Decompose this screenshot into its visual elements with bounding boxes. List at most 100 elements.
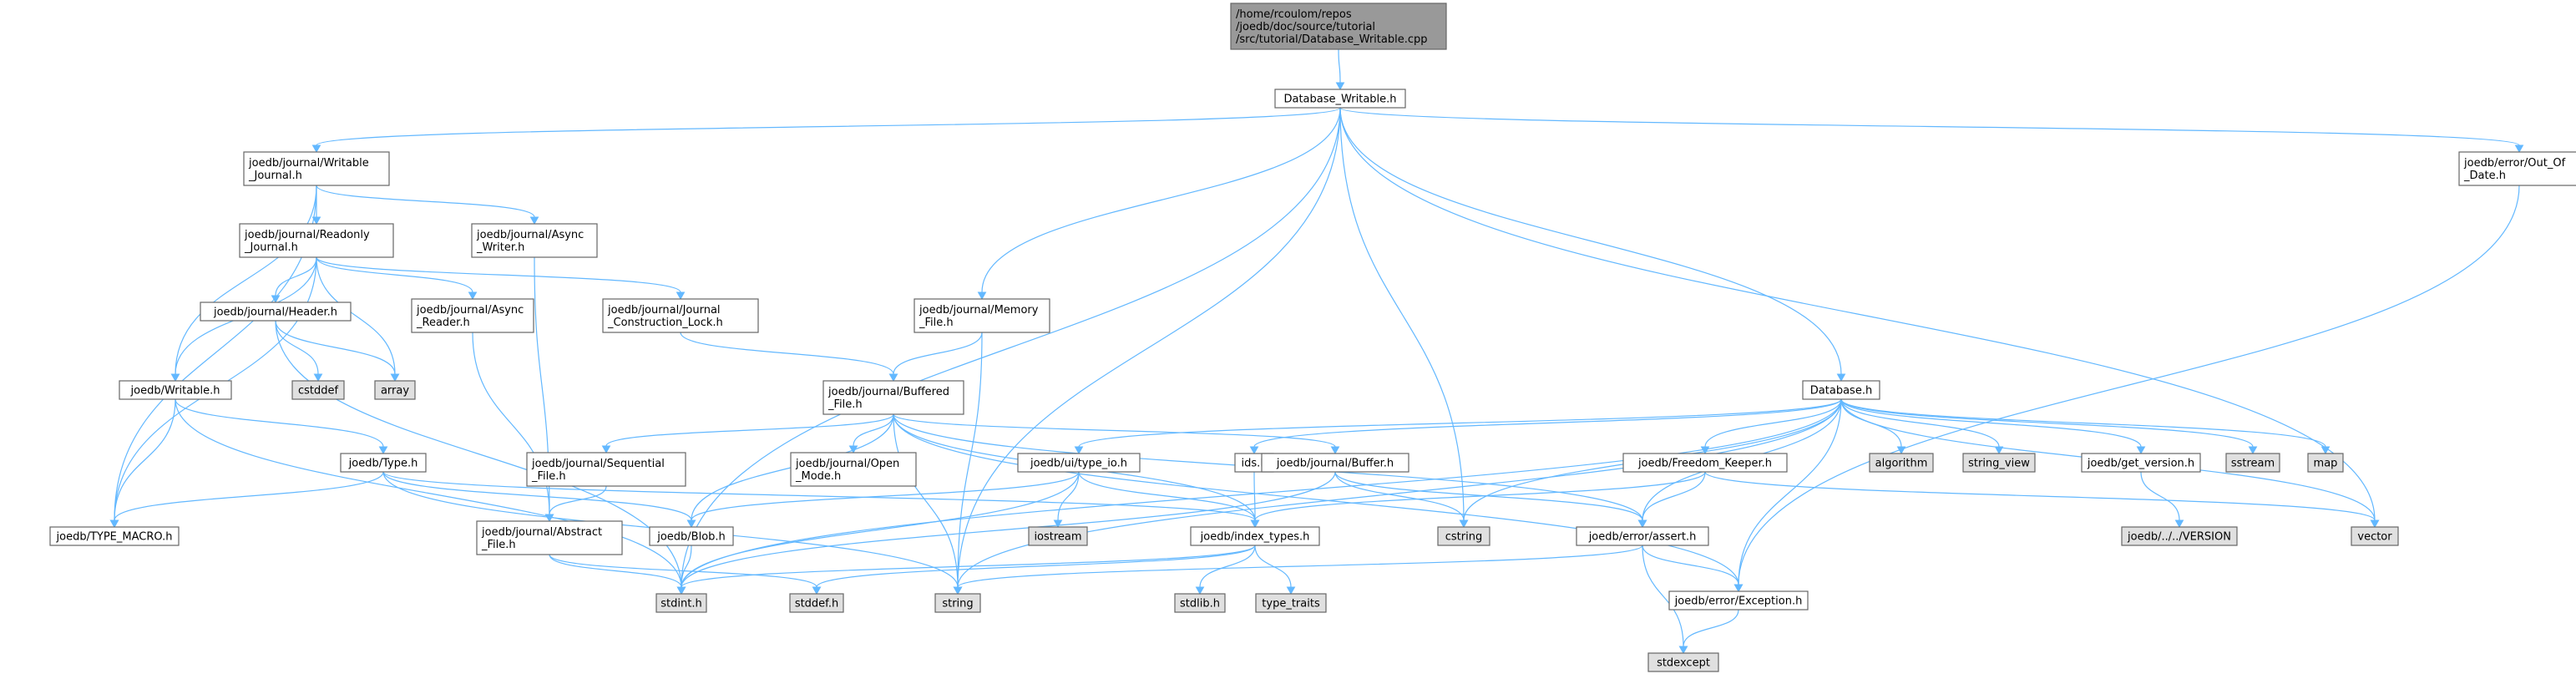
node-box xyxy=(789,593,844,613)
edge-line xyxy=(316,185,535,218)
edge-line xyxy=(1738,185,2520,585)
edge-arrowhead xyxy=(1836,373,1846,383)
edge-line xyxy=(680,332,894,375)
edge-line xyxy=(1078,398,1842,448)
edge-writable-to-stdint xyxy=(175,398,686,595)
node-asyncw[interactable]: joedb/journal/Async_Writer.h xyxy=(471,223,598,258)
edge-typeio-to-iostream xyxy=(1053,471,1080,529)
edge-line xyxy=(1338,48,1341,84)
edge-line xyxy=(1253,471,1256,521)
edge-dbw-to-outofdate xyxy=(1339,107,2524,154)
node-box xyxy=(200,301,352,322)
node-box xyxy=(1647,652,1719,672)
node-assert[interactable]: joedb/error/assert.h xyxy=(1576,526,1709,546)
edge-arrowhead xyxy=(2320,446,2331,455)
node-blob[interactable]: joedb/Blob.h xyxy=(649,526,734,546)
edge-line xyxy=(316,256,473,293)
edge-line xyxy=(175,398,682,588)
node-array: array xyxy=(374,380,416,400)
node-string: string xyxy=(934,593,981,613)
edge-arrowhead xyxy=(676,586,686,595)
edge-line xyxy=(1738,398,1842,585)
edge-line xyxy=(549,485,607,515)
edge-arrowhead xyxy=(676,291,686,301)
edge-line xyxy=(893,413,959,588)
node-absfile[interactable]: joedb/journal/Abstract_File.h xyxy=(476,520,623,555)
node-box xyxy=(1437,526,1490,546)
edge-dbw-to-database xyxy=(1339,107,1846,383)
edge-line xyxy=(681,471,1336,588)
node-type[interactable]: joedb/Type.h xyxy=(340,453,427,473)
node-bufferh[interactable]: joedb/journal/Buffer.h xyxy=(1261,453,1409,473)
node-seqfile[interactable]: joedb/journal/Sequential_File.h xyxy=(526,452,686,487)
edge-arrowhead xyxy=(1700,446,1710,455)
node-label-line: joedb/journal/Abstract xyxy=(481,526,602,539)
node-label-line: joedb/journal/Async xyxy=(476,229,584,241)
node-openmode[interactable]: joedb/journal/Open_Mode.h xyxy=(790,452,917,487)
edge-arrowhead xyxy=(311,144,321,154)
node-box xyxy=(291,380,345,400)
node-label-line: joedb/journal/Async xyxy=(416,304,524,317)
edge-arrowhead xyxy=(2248,446,2258,455)
node-box xyxy=(1190,526,1320,546)
edge-arrowhead xyxy=(2174,519,2184,529)
node-typeio[interactable]: joedb/ui/type_io.h xyxy=(1017,453,1141,473)
node-box xyxy=(374,380,416,400)
node-label-line: sstream xyxy=(2231,458,2275,470)
edge-line xyxy=(1199,545,1256,588)
edge-arrowhead xyxy=(311,216,321,225)
edge-assert-to-exception xyxy=(1642,545,1743,593)
node-typemacro[interactable]: joedb/TYPE_MACRO.h xyxy=(49,526,180,546)
edge-line xyxy=(275,320,396,375)
node-label-line: _Journal.h xyxy=(248,170,302,182)
node-header[interactable]: joedb/journal/Header.h xyxy=(200,301,352,322)
node-exception[interactable]: joedb/error/Exception.h xyxy=(1668,590,1809,611)
edge-arrowhead xyxy=(2514,144,2524,154)
edge-line xyxy=(1078,471,1256,521)
edge-arrowhead xyxy=(977,291,987,301)
edge-arrowhead xyxy=(686,519,696,529)
edge-line xyxy=(681,545,692,588)
node-vector: vector xyxy=(2351,526,2399,546)
node-wjournal[interactable]: joedb/journal/Writable_Journal.h xyxy=(243,151,390,186)
node-stdint: stdint.h xyxy=(655,593,707,613)
node-jclock[interactable]: joedb/journal/Journal_Construction_Lock.… xyxy=(602,298,759,333)
node-box xyxy=(471,223,598,258)
edge-indextypes-to-stddef xyxy=(812,545,1256,595)
node-cstddef: cstddef xyxy=(291,380,345,400)
node-database[interactable]: Database.h xyxy=(1802,380,1880,400)
edge-arrowhead xyxy=(1678,646,1688,655)
edge-assert-to-string xyxy=(953,545,1643,595)
node-freedom[interactable]: joedb/Freedom_Keeper.h xyxy=(1622,453,1788,473)
edge-arrowhead xyxy=(1250,519,1260,529)
node-label-line: _File.h xyxy=(531,470,566,483)
node-label-line: cstring xyxy=(1445,531,1482,544)
node-label-line: joedb/error/assert.h xyxy=(1588,531,1697,544)
edge-line xyxy=(981,107,1341,293)
edge-line xyxy=(1642,545,1684,647)
edge-line xyxy=(382,471,1256,521)
edge-header-to-array xyxy=(275,320,400,383)
node-rojournal[interactable]: joedb/journal/Readonly_Journal.h xyxy=(239,223,394,258)
node-box xyxy=(790,452,917,487)
node-label-line: joedb/ui/type_io.h xyxy=(1030,458,1127,470)
edge-freedom-to-vector xyxy=(1704,471,2380,529)
node-box xyxy=(2458,151,2576,186)
edge-arrowhead xyxy=(1195,586,1205,595)
edge-line xyxy=(681,545,1256,588)
node-indextypes[interactable]: joedb/index_types.h xyxy=(1190,526,1320,546)
node-label-line: joedb/get_version.h xyxy=(2087,458,2194,470)
node-box xyxy=(411,298,534,333)
node-asyncr[interactable]: joedb/journal/Async_Reader.h xyxy=(411,298,534,333)
node-buffered[interactable]: joedb/journal/Buffered_File.h xyxy=(822,380,964,415)
node-box xyxy=(1962,453,2036,473)
node-getversion[interactable]: joedb/get_version.h xyxy=(2081,453,2201,473)
node-writable[interactable]: joedb/Writable.h xyxy=(119,380,232,400)
node-root: /home/rcoulom/repos/joedb/doc/source/tut… xyxy=(1230,3,1447,50)
node-outofdate[interactable]: joedb/error/Out_Of_Date.h xyxy=(2458,151,2576,186)
edge-line xyxy=(1840,398,2000,448)
node-label-line: _Construction_Lock.h xyxy=(607,317,723,329)
node-box xyxy=(913,298,1050,333)
node-dbw[interactable]: Database_Writable.h xyxy=(1274,89,1406,109)
node-memfile[interactable]: joedb/journal/Memory_File.h xyxy=(913,298,1050,333)
